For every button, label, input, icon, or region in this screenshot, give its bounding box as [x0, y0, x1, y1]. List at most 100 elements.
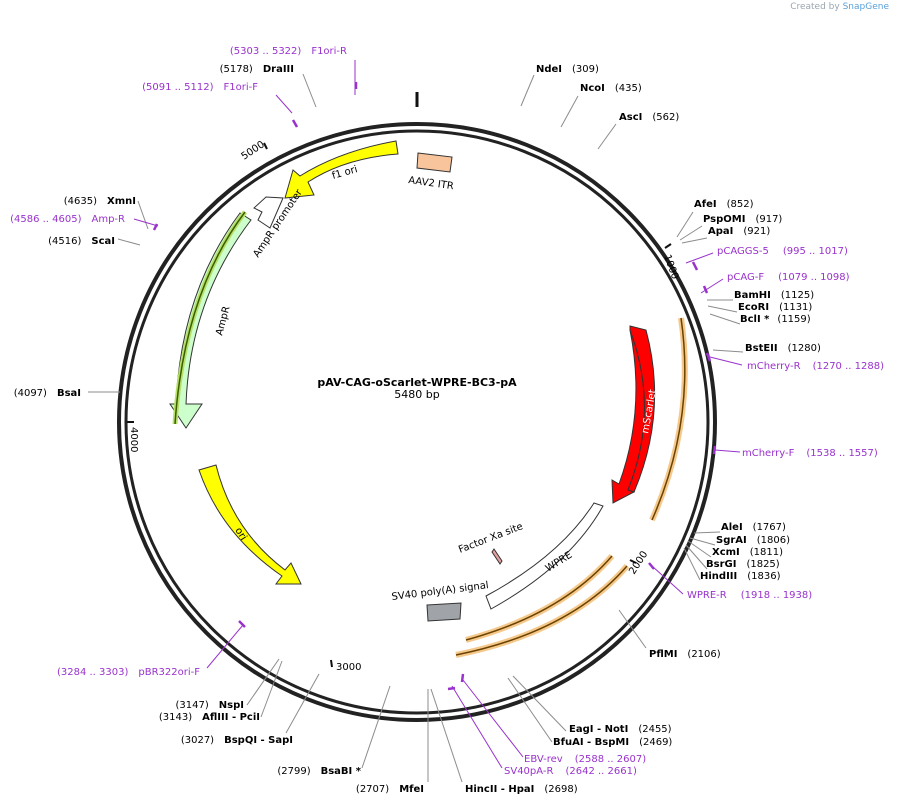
- tick-label-5000: 5000: [240, 139, 267, 162]
- feature-wpre[interactable]: WPRE: [485, 502, 604, 610]
- primer-name: mCherry-F: [742, 448, 795, 459]
- enzyme-pos: (917): [755, 214, 782, 225]
- enzyme-sgrai[interactable]: SgrAI (1806): [716, 535, 790, 546]
- feature-label-ampr: AmpR: [214, 305, 232, 337]
- enzyme-nspi[interactable]: (3147)NspI: [176, 700, 244, 711]
- enzyme-pos: (2698): [544, 784, 577, 795]
- primer-mcherry-r[interactable]: mCherry-R(1270 .. 1288): [747, 361, 884, 372]
- enzyme-pos: (4516): [48, 236, 81, 247]
- enzyme-leader-lines: [88, 73, 744, 783]
- enzyme-pos: (435): [615, 83, 642, 94]
- primer-name: mCherry-R: [747, 361, 801, 372]
- feature-f1-ori[interactable]: f1 ori: [284, 140, 399, 199]
- tick-marks: [127, 142, 672, 668]
- feature-ori[interactable]: ori: [198, 464, 302, 585]
- enzyme-pos: (1280): [788, 343, 821, 354]
- enzyme-pos: (3143): [159, 712, 192, 723]
- primer-name: WPRE-R: [687, 590, 727, 601]
- primer-ebv-rev[interactable]: EBV-rev(2588 .. 2607): [524, 754, 646, 765]
- enzyme-pos: (309): [572, 64, 599, 75]
- enzyme-alei[interactable]: AleI(1767): [721, 522, 786, 533]
- enzyme-eagi-noti[interactable]: EagI - NotI(2455): [569, 724, 672, 735]
- enzyme-pos: (562): [652, 112, 679, 123]
- enzyme-name: BspQI - SapI: [224, 735, 293, 746]
- enzyme-pos: (2106): [687, 649, 720, 660]
- enzyme-draiii[interactable]: (5178)DraIII: [220, 64, 294, 75]
- primer-range: (2642 .. 2661): [565, 766, 637, 777]
- enzyme-name: HincII - HpaI: [465, 784, 534, 795]
- enzyme-bsrgi[interactable]: BsrGI(1825): [706, 559, 780, 570]
- enzyme-name: BsaBI *: [321, 766, 362, 777]
- enzyme-xmni[interactable]: (4635)XmnI: [64, 196, 136, 207]
- enzyme-pos: (1767): [753, 522, 786, 533]
- enzyme-xcmi[interactable]: XcmI(1811): [712, 547, 783, 558]
- feature-ampr-promoter[interactable]: AmpR promoter: [251, 187, 305, 260]
- enzyme-scai[interactable]: (4516) ScaI: [48, 236, 115, 247]
- enzyme-bcli[interactable]: BclI *(1159): [740, 314, 811, 325]
- primer-f1ori-f[interactable]: (5091 .. 5112)F1ori-F: [142, 82, 258, 93]
- primer-range: (5303 .. 5322): [230, 46, 302, 57]
- enzyme-bsai[interactable]: (4097)BsaI: [14, 388, 81, 399]
- enzyme-pos: (3027): [181, 735, 214, 746]
- primer-wpre-r[interactable]: WPRE-R(1918 .. 1938): [687, 590, 812, 601]
- enzyme-pos: (1125): [781, 290, 814, 301]
- enzyme-bspqi-sapi[interactable]: (3027) BspQI - SapI: [181, 735, 293, 746]
- credit-prefix: Created by: [790, 2, 840, 12]
- primer-markers: [152, 82, 717, 691]
- enzyme-name: ScaI: [91, 236, 115, 247]
- enzyme-name: NdeI: [536, 64, 562, 75]
- enzyme-name: HindIII: [700, 571, 737, 582]
- primer-f1ori-r[interactable]: (5303 .. 5322) F1ori-R: [230, 46, 347, 57]
- primer-labels: (5303 .. 5322) F1ori-R (5091 .. 5112)F1or…: [10, 46, 884, 777]
- enzyme-bfuai-bspmi[interactable]: BfuAI - BspMI(2469): [553, 737, 672, 748]
- enzyme-pos: (1836): [747, 571, 780, 582]
- enzyme-afei[interactable]: AfeI(852): [694, 199, 754, 210]
- primer-pcaggs-5[interactable]: pCAGGS-5(995 .. 1017): [717, 246, 848, 257]
- primer-pbr322ori-f[interactable]: (3284 .. 3303)pBR322ori-F: [57, 667, 200, 678]
- enzyme-pflmi[interactable]: PflMI (2106): [649, 649, 721, 660]
- enzyme-name: SgrAI: [716, 535, 747, 546]
- enzyme-hindiii[interactable]: HindIII (1836): [700, 571, 781, 582]
- enzyme-pos: (921): [743, 226, 770, 237]
- enzyme-apai[interactable]: ApaI(921): [708, 226, 770, 237]
- primer-pcag-f[interactable]: pCAG-F(1079 .. 1098): [727, 272, 850, 283]
- enzyme-pos: (2707): [356, 784, 389, 795]
- enzyme-bsteii[interactable]: BstEII(1280): [745, 343, 821, 354]
- enzyme-mfei[interactable]: (2707)MfeI: [356, 784, 424, 795]
- enzyme-pos: (3147): [176, 700, 209, 711]
- enzyme-asci[interactable]: AscI(562): [619, 112, 679, 123]
- primer-name: F1ori-R: [311, 46, 347, 57]
- plasmid-size: 5480 bp: [394, 388, 439, 401]
- enzyme-pspomi[interactable]: PspOMI (917): [703, 214, 782, 225]
- feature-mscarlet[interactable]: mScarlet: [611, 325, 659, 504]
- primer-mcherry-f[interactable]: mCherry-F(1538 .. 1557): [742, 448, 878, 459]
- primer-sv40pa-r[interactable]: SV40pA-R(2642 .. 2661): [504, 766, 637, 777]
- enzyme-hincii-hpai[interactable]: HincII - HpaI (2698): [465, 784, 578, 795]
- backbone-outer: [117, 122, 717, 722]
- feature-ampr[interactable]: AmpR: [169, 212, 252, 429]
- feature-aav2-itr[interactable]: AAV2 ITR: [408, 152, 455, 192]
- primer-name: pCAG-F: [727, 272, 764, 283]
- feature-factor-xa[interactable]: Factor Xa site: [457, 521, 525, 565]
- enzyme-name: AfeI: [694, 199, 717, 210]
- feature-label-factor-xa: Factor Xa site: [457, 521, 524, 556]
- enzyme-ndei[interactable]: NdeI (309): [536, 64, 599, 75]
- feature-sv40-polya[interactable]: SV40 poly(A) signal: [391, 580, 489, 622]
- primer-amp-r[interactable]: (4586 .. 4605)Amp-R: [10, 214, 125, 225]
- feature-label-sv40-polya: SV40 poly(A) signal: [391, 580, 489, 603]
- enzyme-pos: (1825): [746, 559, 779, 570]
- enzyme-afliii-pcii[interactable]: (3143) AflIII - PciI: [159, 712, 260, 723]
- enzyme-ecori[interactable]: EcoRI(1131): [738, 302, 812, 313]
- enzyme-pos: (1806): [757, 535, 790, 546]
- primer-name: Amp-R: [92, 214, 126, 225]
- enzyme-pos: (1131): [779, 302, 812, 313]
- enzyme-bamhi[interactable]: BamHI(1125): [734, 290, 814, 301]
- enzyme-bsabi[interactable]: (2799)BsaBI *: [277, 766, 361, 777]
- primer-range: (2588 .. 2607): [575, 754, 647, 765]
- enzyme-name: PspOMI: [703, 214, 745, 225]
- enzyme-name: AflIII - PciI: [202, 712, 260, 723]
- enzyme-name: BsaI: [57, 388, 81, 399]
- enzyme-name: PflMI: [649, 649, 677, 660]
- enzyme-ncoi[interactable]: NcoI(435): [580, 83, 642, 94]
